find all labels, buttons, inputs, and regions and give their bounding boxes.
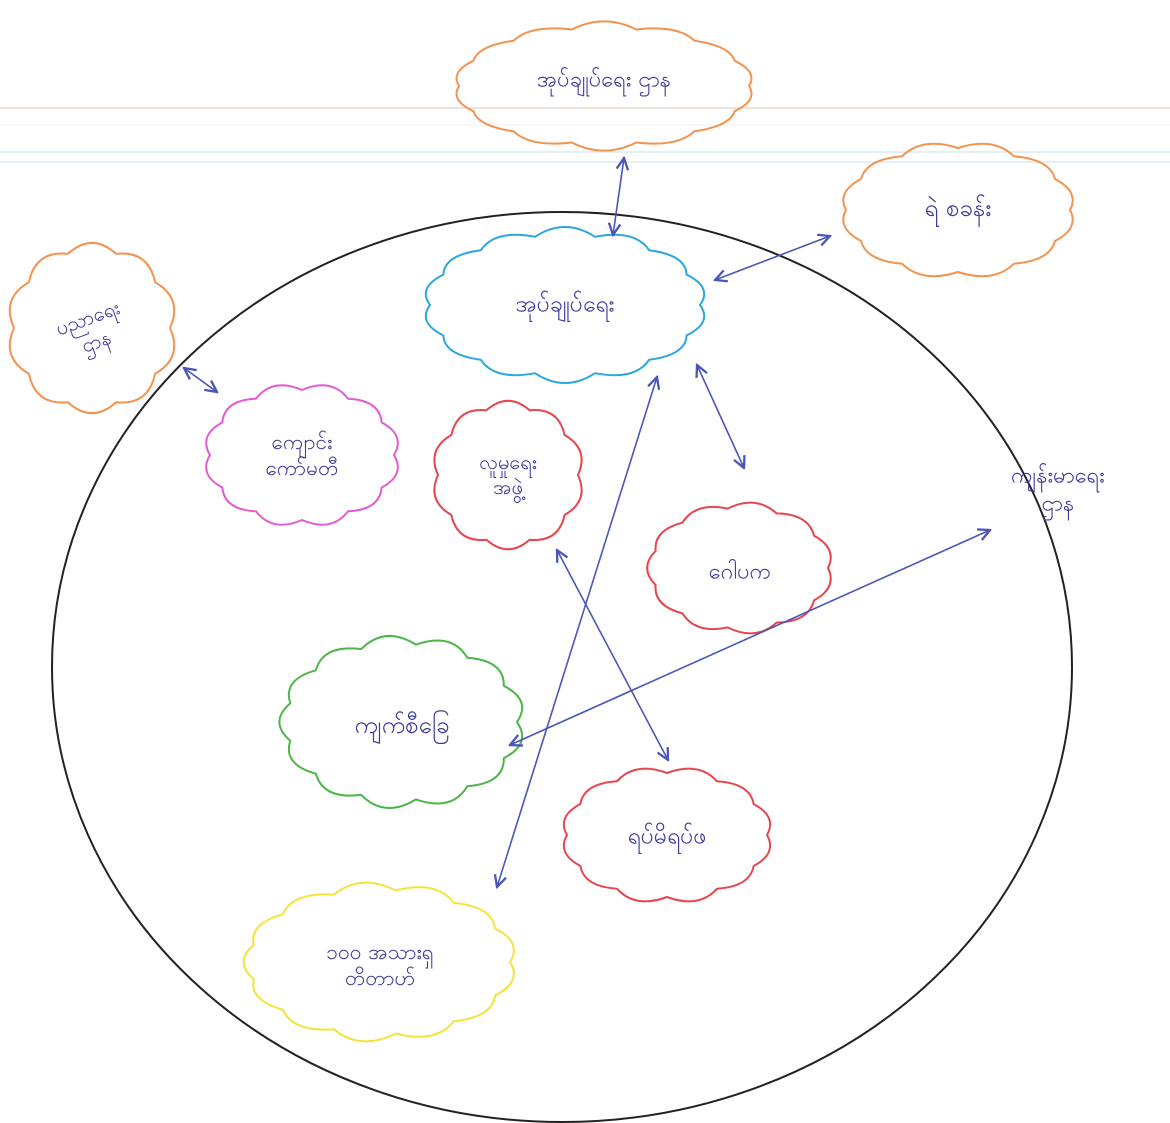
- node-far-right-text: ကျန်းမာရေး ဌာန: [1011, 463, 1105, 517]
- community-circle: [51, 211, 1073, 1123]
- node-top-cloud-label: အုပ်ချုပ်ရေး ဌာန: [536, 67, 672, 93]
- cloud-police-station: [842, 142, 1074, 278]
- node-red-bottom-label: ရပ်မိရပ်ဖ: [627, 823, 707, 850]
- arrow-education-to-magenta: [184, 368, 217, 392]
- node-right-cloud-label: ရဲ စခန်း: [924, 194, 992, 222]
- node-green-label: ကျက်စီခြေ: [354, 711, 450, 739]
- cloud-education-dept: [8, 241, 176, 415]
- cloud-administration: [424, 226, 706, 384]
- cloud-school-committee: [205, 384, 399, 526]
- arrow-admin-to-top: [613, 158, 624, 235]
- node-red-left-label: လူမှုရေး အဖွဲ့: [479, 450, 537, 499]
- arrow-admin-to-police: [715, 236, 830, 280]
- node-yellow-label: ၁၀၀ အသားရှ တိတာဟ်: [326, 939, 434, 990]
- arrow-health-to-green: [510, 530, 990, 745]
- arrow-admin-to-trustee: [697, 365, 744, 468]
- node-red-right-label: ဂေါပက: [708, 559, 772, 585]
- cloud-yellow: [242, 881, 515, 1043]
- cloud-top-admin-dept: [455, 20, 753, 152]
- paper-lines: [0, 107, 1170, 163]
- node-center-blue-label: အုပ်ချုပ်ရေး: [515, 291, 615, 318]
- cloud-green: [278, 634, 524, 810]
- node-magenta-label: ကျောင်း ကော်မတီ: [265, 429, 339, 480]
